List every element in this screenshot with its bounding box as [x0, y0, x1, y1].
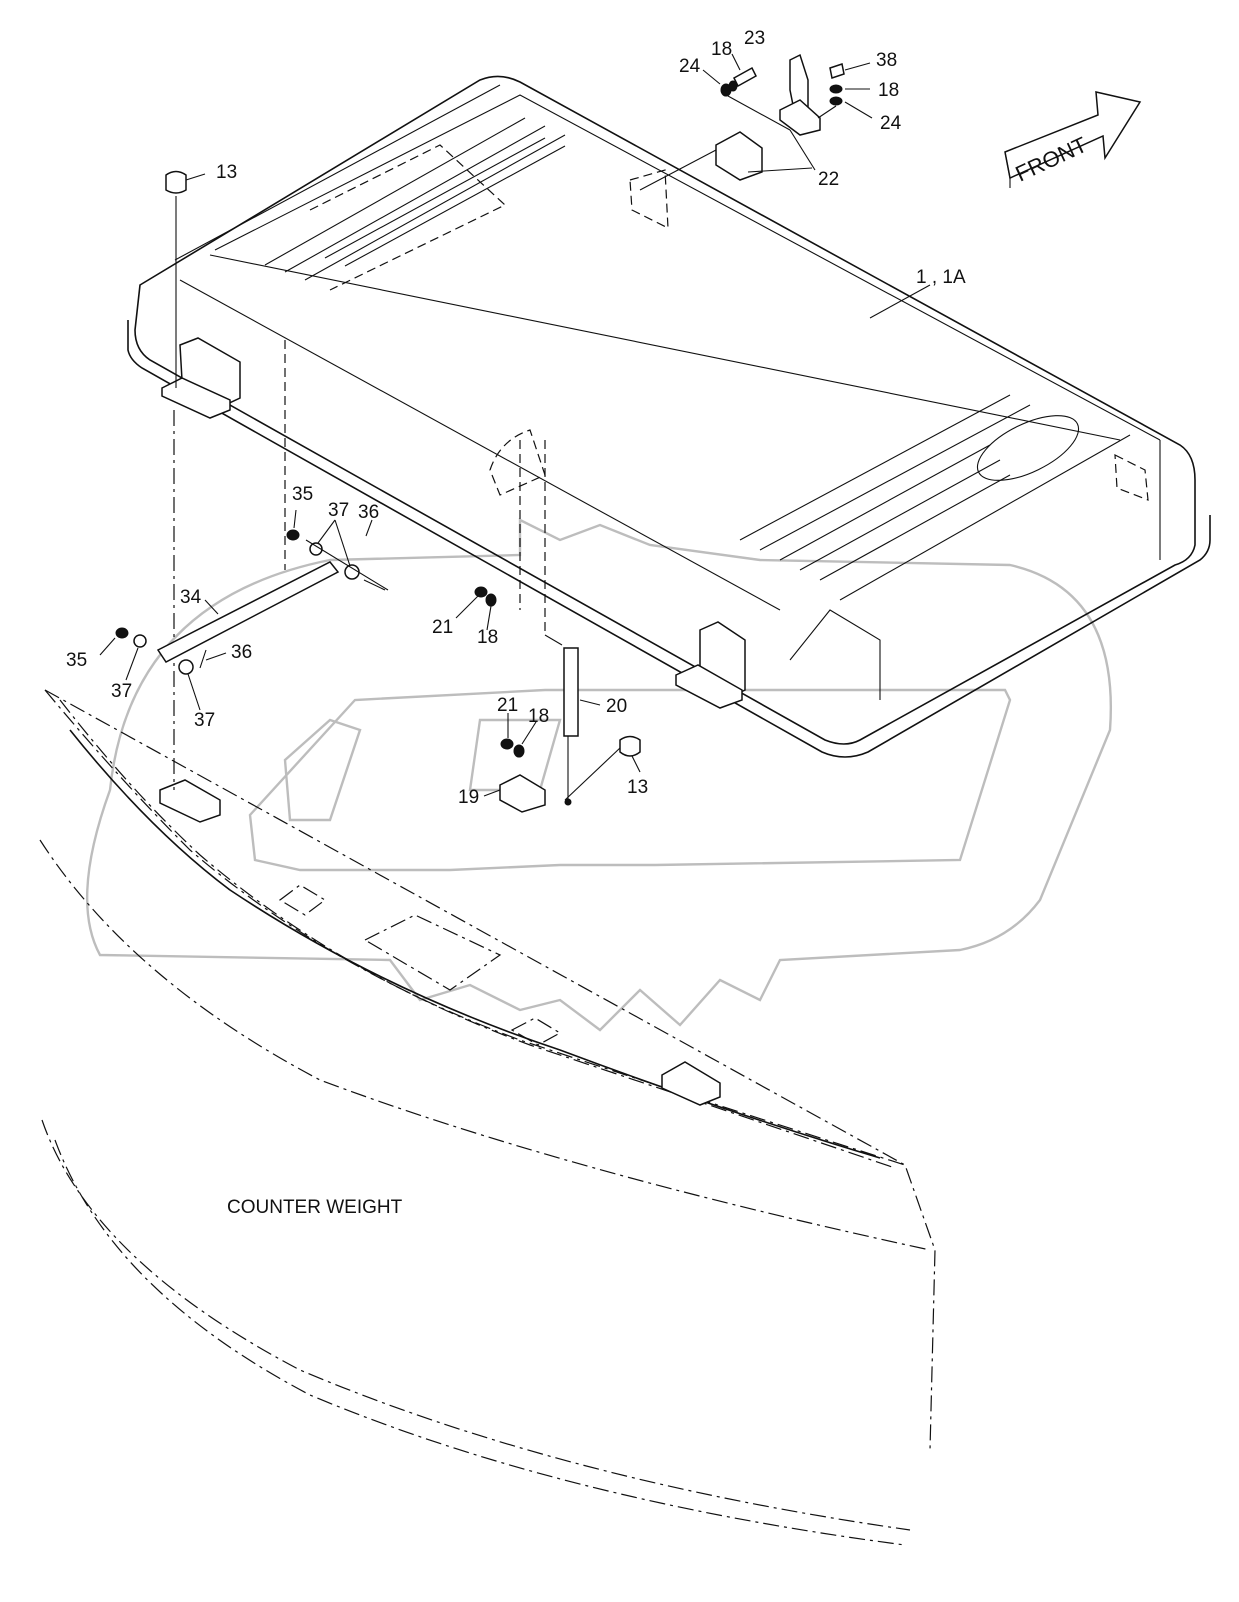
callout-21-mid: 21 — [432, 617, 453, 638]
callout-37-upper: 37 — [328, 500, 349, 521]
callout-1-1a: 1 , 1A — [916, 267, 966, 288]
callout-23: 23 — [744, 28, 765, 49]
callout-37-lower-a: 37 — [111, 681, 132, 702]
hood-vent-slots-rear — [264, 117, 566, 281]
gas-spring-20 — [474, 440, 641, 813]
front-arrow: FRONT — [1004, 91, 1142, 188]
pin-13-top — [165, 170, 187, 790]
callout-18-low: 18 — [528, 706, 549, 727]
hinge-left — [161, 337, 241, 419]
counterweight-label: COUNTER WEIGHT — [227, 1197, 403, 1218]
hinge-right — [675, 621, 746, 709]
callout-24-right: 24 — [880, 113, 902, 134]
callout-35-upper: 35 — [292, 484, 313, 505]
engine-hood — [127, 75, 1211, 758]
callout-18-top: 18 — [711, 39, 732, 60]
counterweight-outline — [39, 689, 936, 1546]
callout-22: 22 — [818, 169, 839, 190]
callout-13-low: 13 — [627, 777, 648, 798]
callout-18-right: 18 — [878, 80, 899, 101]
callout-38: 38 — [876, 50, 897, 71]
callout-35-lower: 35 — [66, 650, 87, 671]
callout-24-top: 24 — [679, 56, 701, 77]
hood-vent-slots-front — [739, 394, 1031, 581]
callout-36-lower: 36 — [231, 642, 252, 663]
callout-19: 19 — [458, 787, 479, 808]
callout-18-mid: 18 — [477, 627, 498, 648]
callout-34: 34 — [180, 587, 202, 608]
callout-20: 20 — [606, 696, 627, 717]
stay-rod-34 — [115, 340, 389, 675]
callout-13-top: 13 — [216, 162, 237, 183]
callout-21-low: 21 — [497, 695, 518, 716]
leader-lines — [99, 53, 931, 797]
callout-37-lower-b: 37 — [194, 710, 215, 731]
opex-watermark — [85, 518, 1112, 1032]
callout-36-upper: 36 — [358, 502, 379, 523]
callout-labels: 18 23 24 38 18 24 22 13 1 , 1A 35 37 36 … — [66, 28, 966, 808]
latch-assembly — [639, 53, 845, 191]
